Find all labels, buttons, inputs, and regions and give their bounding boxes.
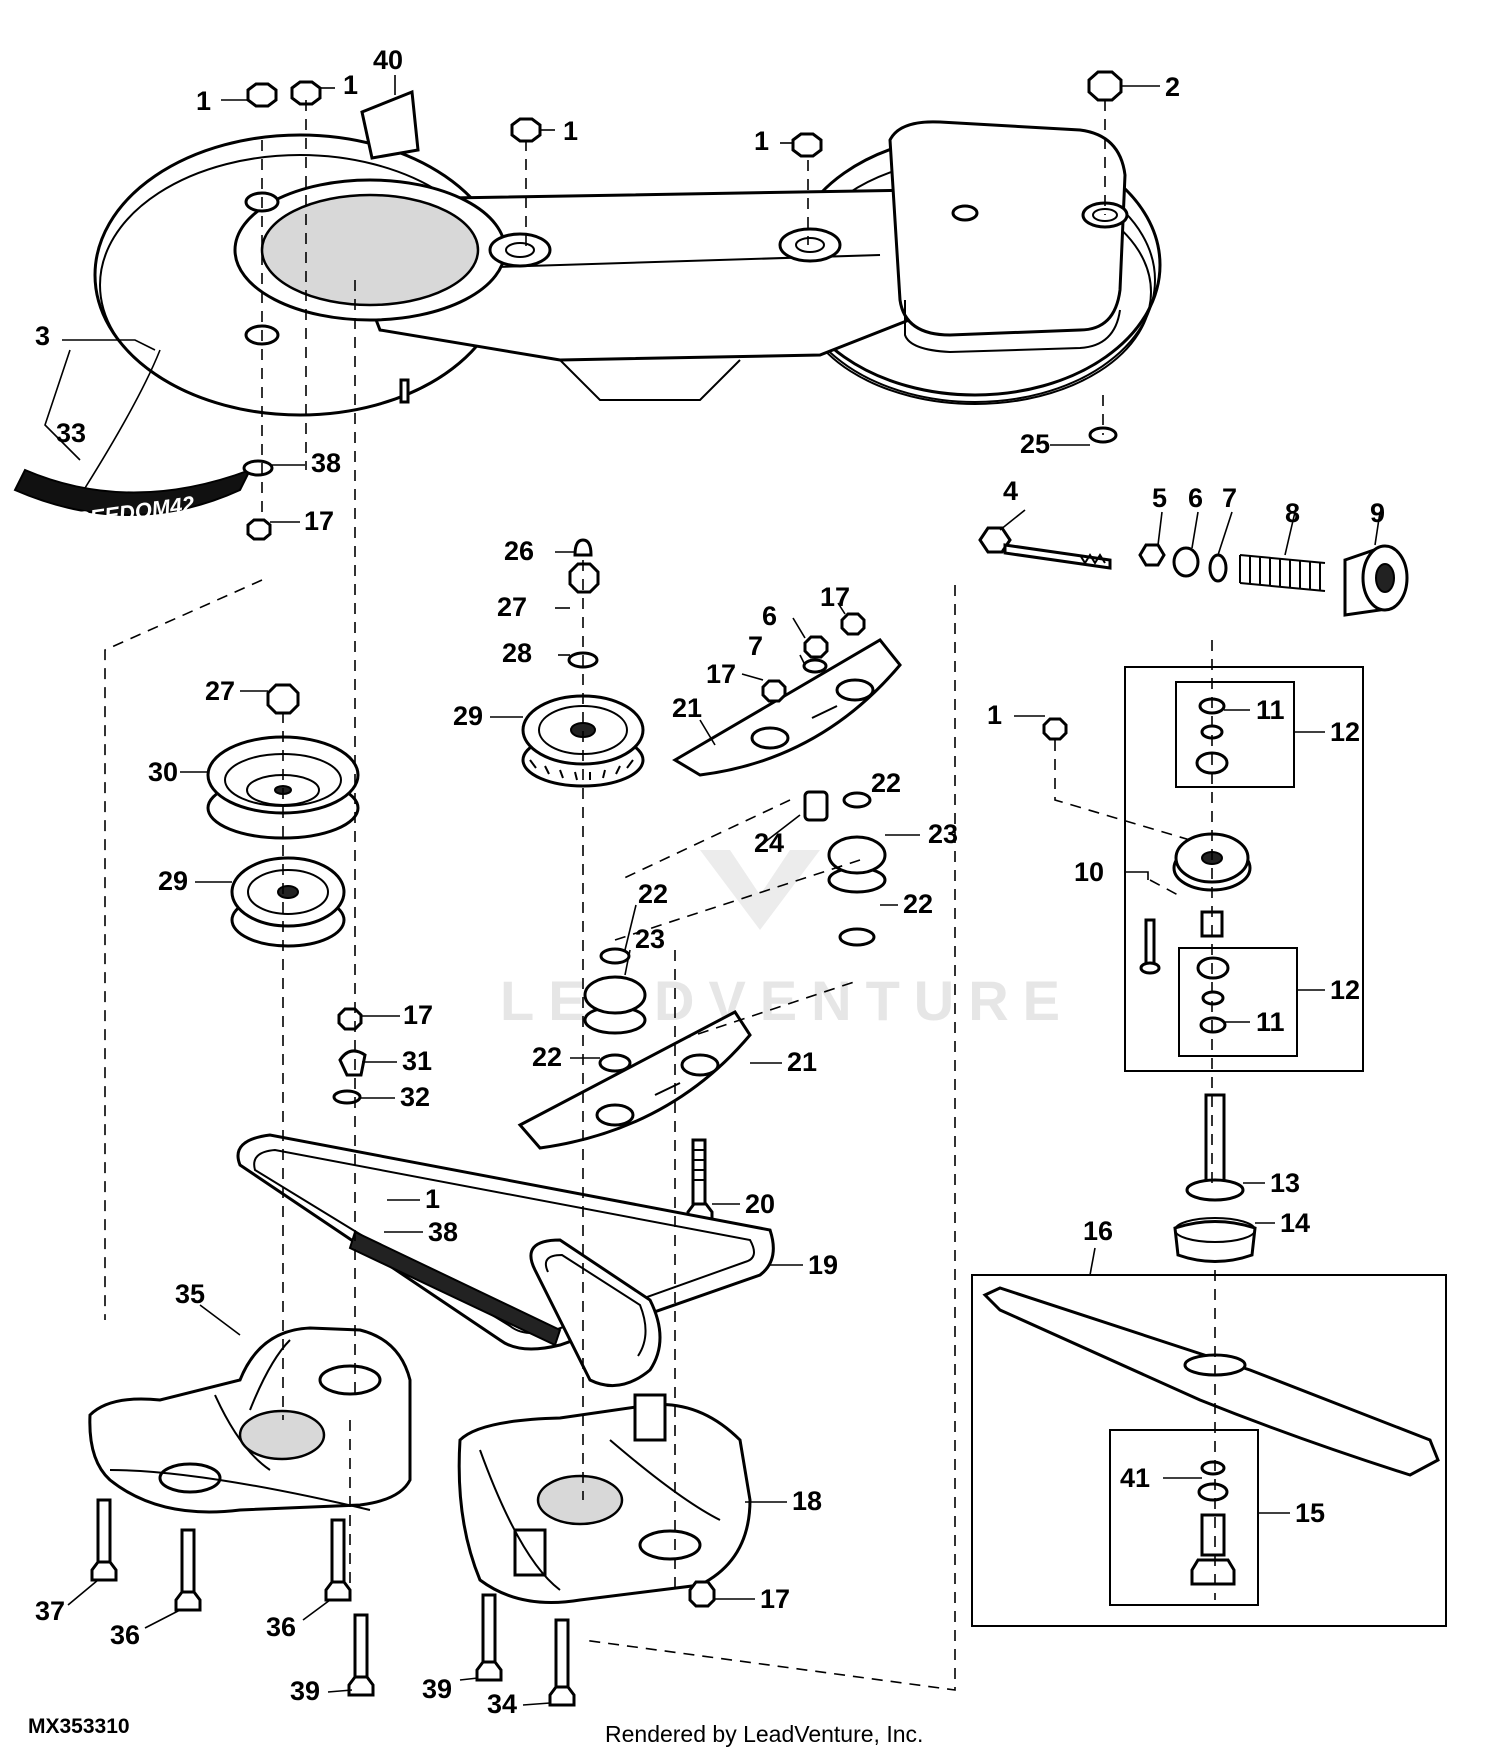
callout-16: 16 [1083,1216,1113,1246]
render-credit: Rendered by LeadVenture, Inc. [605,1721,923,1747]
callout-15: 15 [1295,1498,1325,1528]
callout-9: 9 [1370,498,1385,528]
callout-27: 27 [497,592,527,622]
support-plate-35 [88,1326,412,1514]
callout-29: 29 [158,866,188,896]
callout-6: 6 [762,601,777,631]
callout-12: 12 [1330,717,1360,747]
callout-40: 40 [373,45,403,75]
callout-29: 29 [453,701,483,731]
callout-24: 24 [754,828,784,858]
label-40 [360,89,420,160]
callout-17: 17 [304,506,334,536]
callout-4: 4 [1003,476,1018,506]
callout-11: 11 [1256,1007,1285,1037]
callout-12: 12 [1330,975,1360,1005]
tension-bolt-assembly [978,526,1409,617]
callout-7: 7 [1222,483,1237,513]
callout-17: 17 [760,1584,790,1614]
callout-33: 33 [56,418,86,448]
callout-8: 8 [1285,498,1300,528]
callout-19: 19 [808,1250,838,1280]
callout-10: 10 [1074,857,1104,887]
callout-17: 17 [706,659,736,689]
idler-hardware [583,612,887,1073]
callout-22: 22 [638,879,668,909]
leadventure-watermark: LEADVENTURE [500,850,1060,1032]
callout-7: 7 [748,631,763,661]
callout-1: 1 [754,126,769,156]
callout-36: 36 [110,1620,140,1650]
callout-17: 17 [403,1000,433,1030]
freedom42-decal: FREEDOM42 [13,468,253,535]
callout-17: 17 [820,582,850,612]
callout-14: 14 [1280,1208,1310,1238]
callout-1: 1 [343,70,358,100]
callout-36: 36 [266,1612,296,1642]
callout-22: 22 [532,1042,562,1072]
callout-31: 31 [402,1046,432,1076]
callout-32: 32 [400,1082,430,1112]
callout-6: 6 [1188,483,1203,513]
bolt-20 [686,1138,714,1224]
drive-belts [236,1133,775,1388]
leader-lines [44,75,1381,1706]
callout-28: 28 [502,638,532,668]
callout-23: 23 [635,924,665,954]
callouts: 1 1 40 1 1 2 3 33 38 17 25 4 5 6 7 8 9 2… [35,45,1385,1719]
callout-13: 13 [1270,1168,1300,1198]
callout-41: 41 [1120,1463,1150,1493]
callout-2: 2 [1165,72,1180,102]
callout-11: 11 [1256,695,1285,725]
callout-38: 38 [311,448,341,478]
mounting-bolts [90,1498,716,1707]
callout-5: 5 [1152,483,1167,513]
callout-1: 1 [563,116,578,146]
callout-22: 22 [871,768,901,798]
idler-arms [517,638,902,1150]
callout-1: 1 [425,1184,440,1214]
callout-23: 23 [928,819,958,849]
callout-22: 22 [903,889,933,919]
figure-code: MX353310 [28,1715,130,1738]
callout-21: 21 [672,693,702,723]
support-plate-18 [457,1393,752,1604]
callout-35: 35 [175,1279,205,1309]
callout-38: 38 [428,1217,458,1247]
callout-25: 25 [1020,429,1050,459]
callout-39: 39 [290,1676,320,1706]
belt-cover-assembly [93,120,1162,417]
callout-3: 3 [35,321,50,351]
callout-37: 37 [35,1596,65,1626]
callout-34: 34 [487,1689,517,1719]
callout-1: 1 [196,86,211,116]
spindle-assembly [971,666,1447,1627]
callout-18: 18 [792,1486,822,1516]
callout-20: 20 [745,1189,775,1219]
callout-39: 39 [422,1674,452,1704]
callout-27: 27 [205,676,235,706]
top-nuts [246,70,1123,158]
callout-21: 21 [787,1047,817,1077]
alignment-lines [104,100,1216,1691]
callout-26: 26 [504,536,534,566]
callout-30: 30 [148,757,178,787]
callout-1: 1 [987,700,1002,730]
